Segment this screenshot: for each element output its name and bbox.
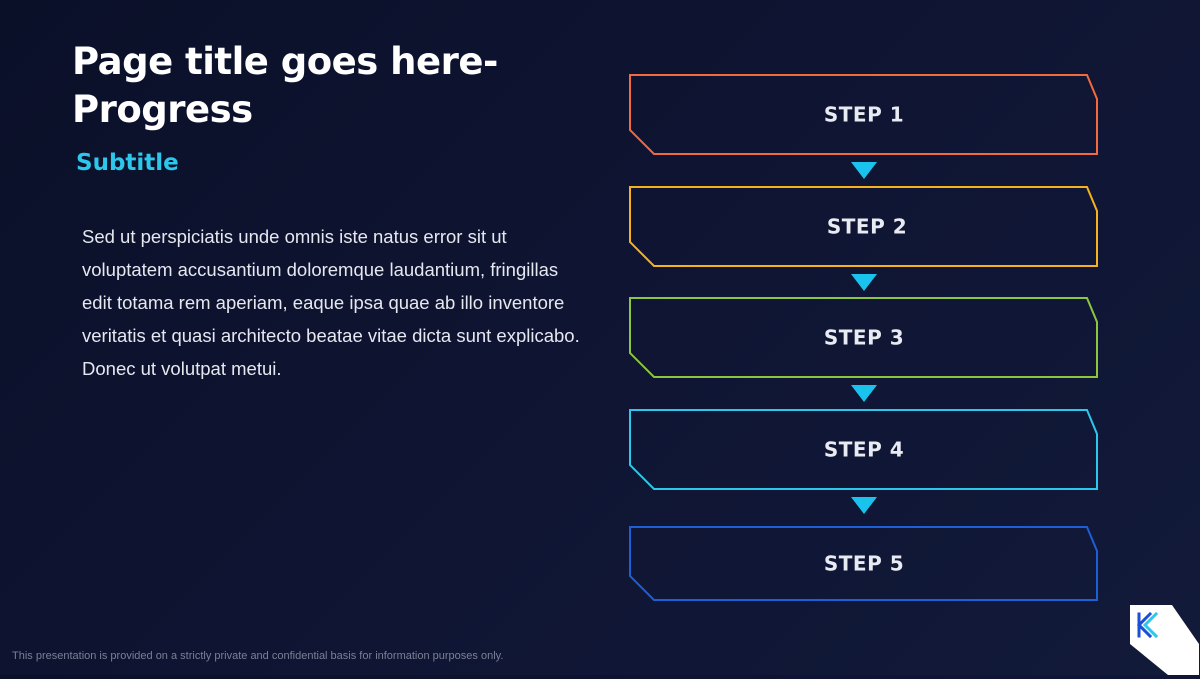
page-title-line-1: Page title goes here- [72, 40, 498, 83]
steps-group: STEP 1 STEP 2 STEP 3 STEP 4 STEP 5 [629, 74, 1098, 601]
step-label-5: STEP 5 [824, 552, 904, 576]
step-box-2 [629, 186, 1098, 267]
down-arrow-icon [851, 162, 877, 179]
body-paragraph: Sed ut perspiciatis unde omnis iste natu… [82, 226, 580, 379]
down-arrow-icon [851, 385, 877, 402]
page-title-line-2: Progress [72, 88, 253, 131]
step-label-4: STEP 4 [824, 438, 904, 462]
step-box-1 [629, 74, 1098, 155]
confidentiality-footer: This presentation is provided on a stric… [12, 650, 504, 662]
step-label-3: STEP 3 [824, 326, 904, 350]
step-label-1: STEP 1 [824, 103, 904, 127]
page-title: Page title goes here- Progress [72, 38, 592, 134]
down-arrow-icon [851, 497, 877, 514]
k-logo-icon [1128, 604, 1200, 679]
step-label-2: STEP 2 [827, 215, 907, 239]
step-box-3 [629, 297, 1098, 378]
step-box-5 [629, 526, 1098, 601]
down-arrow-icon [851, 274, 877, 291]
step-box-4 [629, 409, 1098, 490]
subtitle: Subtitle [76, 150, 179, 176]
